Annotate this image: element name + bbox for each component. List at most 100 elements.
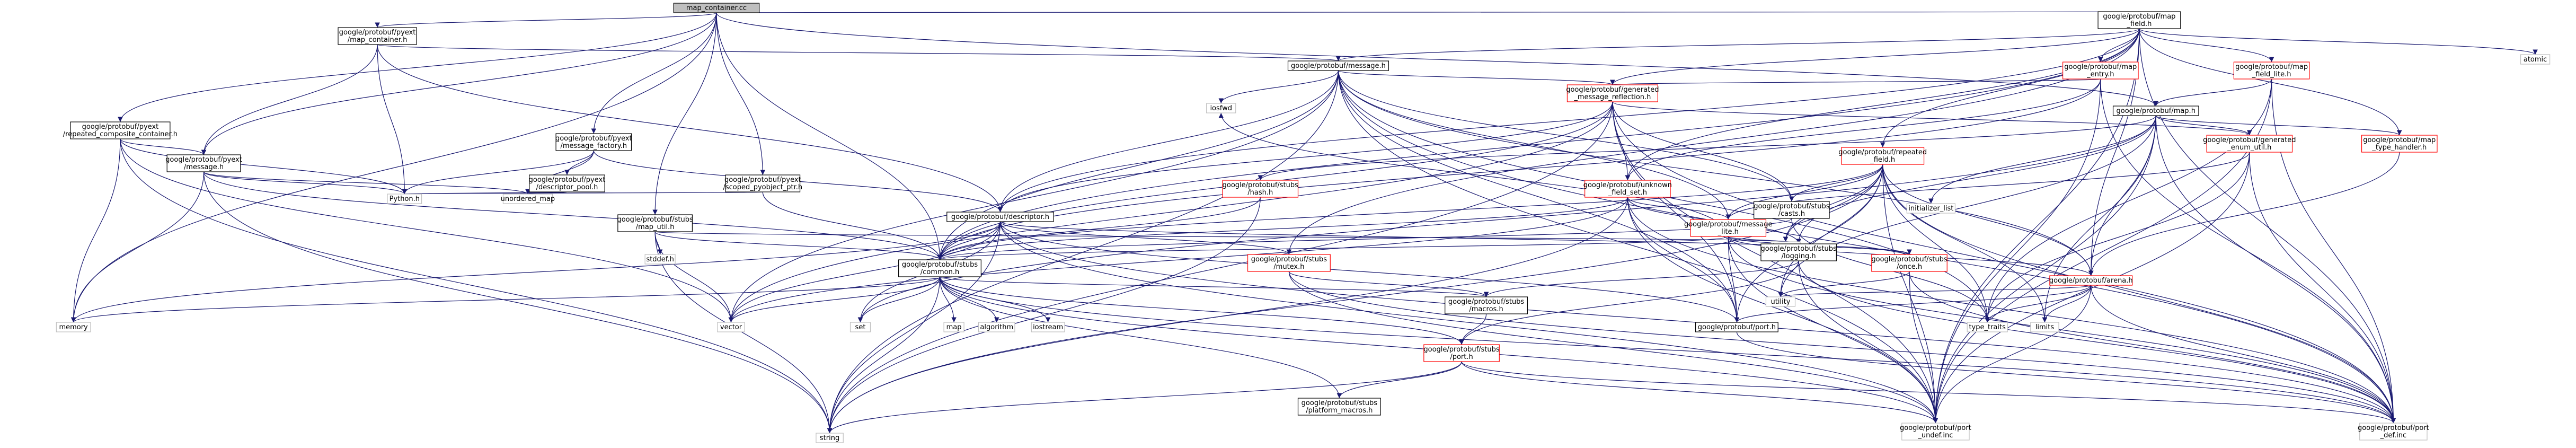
node-pyext_repeated_composite[interactable]: google/protobuf/pyext/repeated_composite… xyxy=(63,121,178,139)
edge-stubs_port-to-stubs_platform xyxy=(1336,361,1462,399)
node-pyext_scoped_pyobject[interactable]: google/protobuf/pyext/scoped_pyobject_pt… xyxy=(723,174,802,192)
node-label: /port.h xyxy=(1450,353,1473,361)
node-map_h[interactable]: google/protobuf/map.h xyxy=(2112,106,2199,116)
edge-generated_reflection-to-unknown_field_set xyxy=(1612,101,1631,181)
node-label: _lite.h xyxy=(1718,228,1739,236)
node-stddef_h[interactable]: stddef.h xyxy=(644,254,676,265)
node-label: /mutex.h xyxy=(1273,263,1304,271)
node-map_entry[interactable]: google/protobuf/map_entry.h xyxy=(2062,62,2139,80)
node-label: _field_lite.h xyxy=(2252,71,2291,78)
node-memory[interactable]: memory xyxy=(56,322,91,332)
node-map_type_handler[interactable]: google/protobuf/map_type_handler.h xyxy=(2361,135,2438,153)
node-map_field_h[interactable]: google/protobuf/map_field.h xyxy=(2097,11,2181,29)
edge-stubs_common-to-stubs_port xyxy=(939,276,1464,345)
node-label: google/protobuf/stubs xyxy=(1302,399,1378,407)
node-arena_h[interactable]: google/protobuf/arena.h xyxy=(2049,275,2133,286)
node-algorithm[interactable]: algorithm xyxy=(978,322,1015,332)
edge-generated_reflection-to-stubs_casts xyxy=(1612,101,1794,202)
edge-unknown_field_set-to-vector xyxy=(728,197,1628,323)
node-unordered_map[interactable]: unordered_map xyxy=(501,194,555,204)
edge-stubs_port-to-string xyxy=(827,361,1462,434)
node-label: iostream xyxy=(1033,323,1063,331)
node-label: google/protobuf/pyext xyxy=(82,123,159,131)
node-port_def[interactable]: google/protobuf/port_def.inc xyxy=(2358,423,2429,441)
edge-generated_enum_util-to-port_def xyxy=(2249,152,2396,424)
edge-pyext_message-to-unordered_map xyxy=(203,171,530,195)
edge-map_container-to-stubs_common xyxy=(716,12,943,260)
node-label: algorithm xyxy=(980,323,1013,331)
node-message_h[interactable]: google/protobuf/message.h xyxy=(1287,60,1389,71)
edge-map_field_h-to-port_undef xyxy=(1933,28,2140,424)
edge-stubs_map_util-to-vector xyxy=(654,231,734,323)
node-port_undef[interactable]: google/protobuf/port_undef.inc xyxy=(1900,423,1971,441)
node-stubs_macros[interactable]: google/protobuf/stubs/macros.h xyxy=(1445,296,1528,314)
node-map_field_lite[interactable]: google/protobuf/map_field_lite.h xyxy=(2233,62,2310,80)
edge-stubs_common-to-port_def xyxy=(939,276,2396,424)
node-type_traits[interactable]: type_traits xyxy=(1967,322,2008,332)
node-label: google/protobuf/map xyxy=(2103,13,2175,21)
node-repeated_field[interactable]: google/protobuf/repeated_field.h xyxy=(1838,147,1927,165)
edge-repeated_field-to-port_undef xyxy=(1882,164,1938,424)
edge-arena_h-to-type_traits xyxy=(1985,285,2092,323)
node-vector[interactable]: vector xyxy=(717,322,745,332)
node-map[interactable]: map xyxy=(943,322,964,332)
edge-arena_h-to-limits xyxy=(2042,285,2092,323)
node-set[interactable]: set xyxy=(849,322,871,332)
node-descriptor_h[interactable]: google/protobuf/descriptor.h xyxy=(946,212,1054,222)
node-box xyxy=(725,174,801,192)
node-utility[interactable]: utility xyxy=(1765,296,1796,307)
node-initializer_list[interactable]: initializer_list xyxy=(1906,203,1956,214)
node-box xyxy=(2361,135,2438,153)
node-box xyxy=(946,212,1054,222)
node-atomic[interactable]: atomic xyxy=(2520,54,2551,65)
node-pyext_message[interactable]: google/protobuf/pyext/message.h xyxy=(165,154,242,172)
edge-message_lite-to-stubs_common xyxy=(937,236,1729,260)
node-unknown_field_set[interactable]: google/protobuf/unknown_field_set.h xyxy=(1583,180,1672,198)
edge-map_field_lite-to-type_traits xyxy=(1985,78,2272,323)
node-stubs_port[interactable]: google/protobuf/stubs/port.h xyxy=(1423,344,1500,362)
node-stubs_mutex[interactable]: google/protobuf/stubs/mutex.h xyxy=(1247,254,1331,272)
node-port_h[interactable]: google/protobuf/port.h xyxy=(1695,322,1778,332)
node-box xyxy=(1247,254,1331,272)
node-limits[interactable]: limits xyxy=(2030,322,2059,332)
node-stubs_hash[interactable]: google/protobuf/stubs/hash.h xyxy=(1222,180,1299,198)
edge-repeated_field-to-message_lite xyxy=(1725,164,1883,220)
node-python_h[interactable]: Python.h xyxy=(387,194,422,204)
node-string[interactable]: string xyxy=(816,433,844,443)
edge-map_h-to-set xyxy=(857,115,2156,323)
node-pyext_map_container[interactable]: google/protobuf/pyext/map_container.h xyxy=(338,27,417,45)
node-label: limits xyxy=(2035,323,2055,331)
node-box xyxy=(56,322,91,332)
node-label: google/protobuf/stubs xyxy=(902,261,978,269)
node-stubs_logging[interactable]: google/protobuf/stubs/logging.h xyxy=(1760,243,1837,261)
edge-repeated_field-to-port_def xyxy=(1882,164,2396,424)
node-box xyxy=(1690,219,1767,237)
node-label: _type_handler.h xyxy=(2371,144,2427,152)
edge-map_container-to-pyext_scoped_pyobject xyxy=(716,12,766,175)
edge-map_h-to-generated_enum_util xyxy=(2155,115,2252,136)
node-iostream[interactable]: iostream xyxy=(1031,322,1065,332)
node-label: google/protobuf/pyext xyxy=(165,156,242,164)
edge-pyext_descriptor_pool-to-python_h xyxy=(403,188,568,195)
node-message_lite[interactable]: google/protobuf/message_lite.h xyxy=(1684,219,1773,237)
edge-pyext_message_factory-to-python_h xyxy=(402,150,594,195)
graph-nodes: map_container.ccgoogle/protobuf/pyext/ma… xyxy=(56,3,2551,443)
edge-map_field_h-to-port_def xyxy=(2139,28,2396,424)
node-generated_reflection[interactable]: google/protobuf/generated_message_reflec… xyxy=(1566,84,1659,102)
edge-stubs_logging-to-stubs_macros xyxy=(1483,260,1799,297)
edge-repeated_field-to-limits xyxy=(1882,164,2048,323)
node-pyext_message_factory[interactable]: google/protobuf/pyext/message_factory.h xyxy=(555,133,632,151)
edge-map_entry-to-stubs_common xyxy=(937,78,2101,260)
node-box xyxy=(1841,147,1925,165)
node-stubs_platform[interactable]: google/protobuf/stubs/platform_macros.h xyxy=(1297,398,1381,416)
node-stubs_once[interactable]: google/protobuf/stubs/once.h xyxy=(1871,254,1948,272)
node-generated_enum_util[interactable]: google/protobuf/generated_enum_util.h xyxy=(2203,135,2296,153)
node-stubs_casts[interactable]: google/protobuf/stubs/casts.h xyxy=(1754,201,1830,219)
node-iosfwd[interactable]: iosfwd xyxy=(1206,103,1236,113)
node-stubs_common[interactable]: google/protobuf/stubs/common.h xyxy=(898,259,981,277)
edge-stubs_common-to-string xyxy=(827,276,941,434)
node-stubs_map_util[interactable]: google/protobuf/stubs/map_util.h xyxy=(617,214,693,232)
node-pyext_descriptor_pool[interactable]: google/protobuf/pyext/descriptor_pool.h xyxy=(529,174,606,192)
node-label: google/protobuf/stubs xyxy=(1754,203,1830,210)
